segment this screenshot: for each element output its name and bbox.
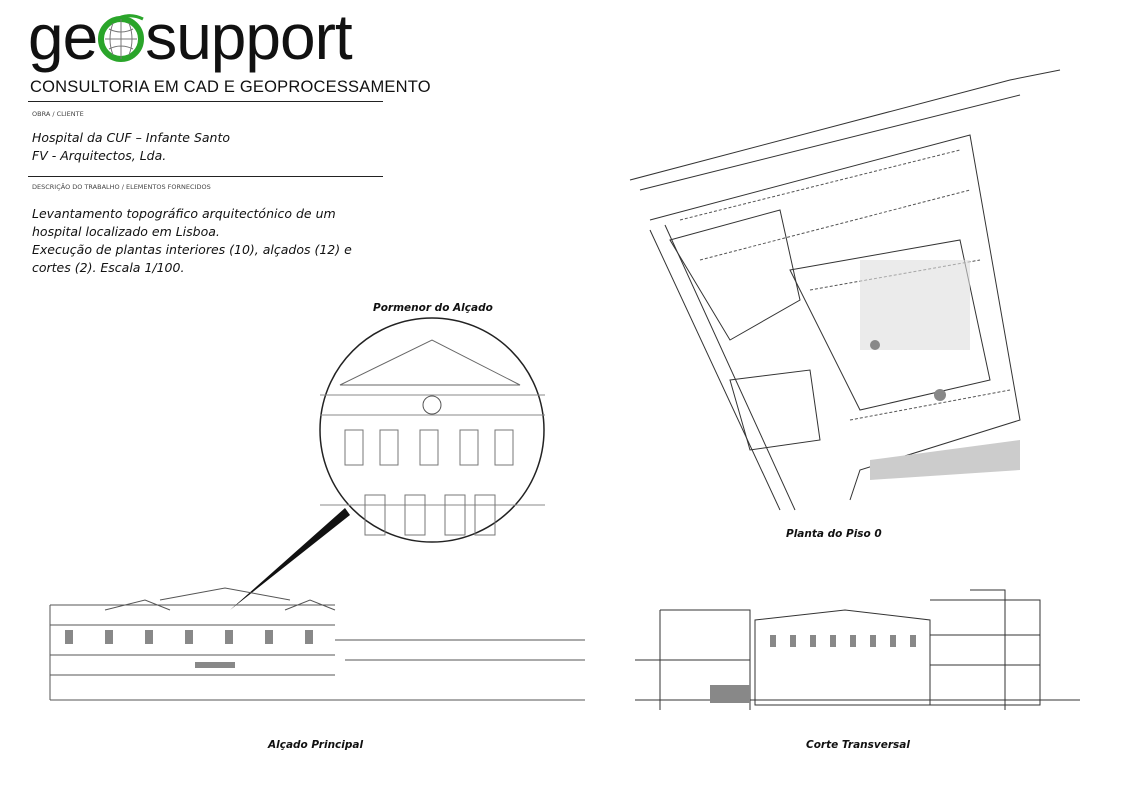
- elevation-detail-drawing: [230, 317, 545, 610]
- logo-text-right: support: [145, 1, 352, 73]
- description-label: DESCRIÇÃO DO TRABALHO / ELEMENTOS FORNEC…: [32, 183, 211, 191]
- client-info: Hospital da CUF – Infante Santo FV - Arq…: [32, 129, 382, 165]
- description-text: Levantamento topográfico arquitectónico …: [32, 205, 382, 277]
- client-line: Hospital da CUF – Infante Santo: [32, 130, 231, 145]
- geosupport-logo: ge support: [28, 1, 353, 73]
- tagline: CONSULTORIA EM CAD E GEOPROCESSAMENTO: [30, 78, 431, 96]
- client-line: FV - Arquitectos, Lda.: [32, 148, 167, 163]
- caption-section: Corte Transversal: [806, 739, 910, 751]
- caption-elevation: Alçado Principal: [268, 739, 364, 751]
- description-line: Execução de plantas interiores (10), alç…: [32, 242, 352, 275]
- divider: [28, 176, 383, 177]
- caption-plan: Planta do Piso 0: [786, 528, 882, 540]
- description-line: Levantamento topográfico arquitectónico …: [32, 206, 336, 239]
- caption-detail: Pormenor do Alçado: [373, 302, 493, 314]
- globe-icon: [98, 14, 145, 62]
- client-label: OBRA / CLIENTE: [32, 110, 84, 118]
- divider: [28, 101, 383, 102]
- floor-plan-drawing: [629, 69, 1061, 511]
- logo-text-left: ge: [28, 1, 98, 73]
- main-elevation-drawing: [49, 587, 585, 701]
- cross-section-drawing: [635, 589, 1080, 710]
